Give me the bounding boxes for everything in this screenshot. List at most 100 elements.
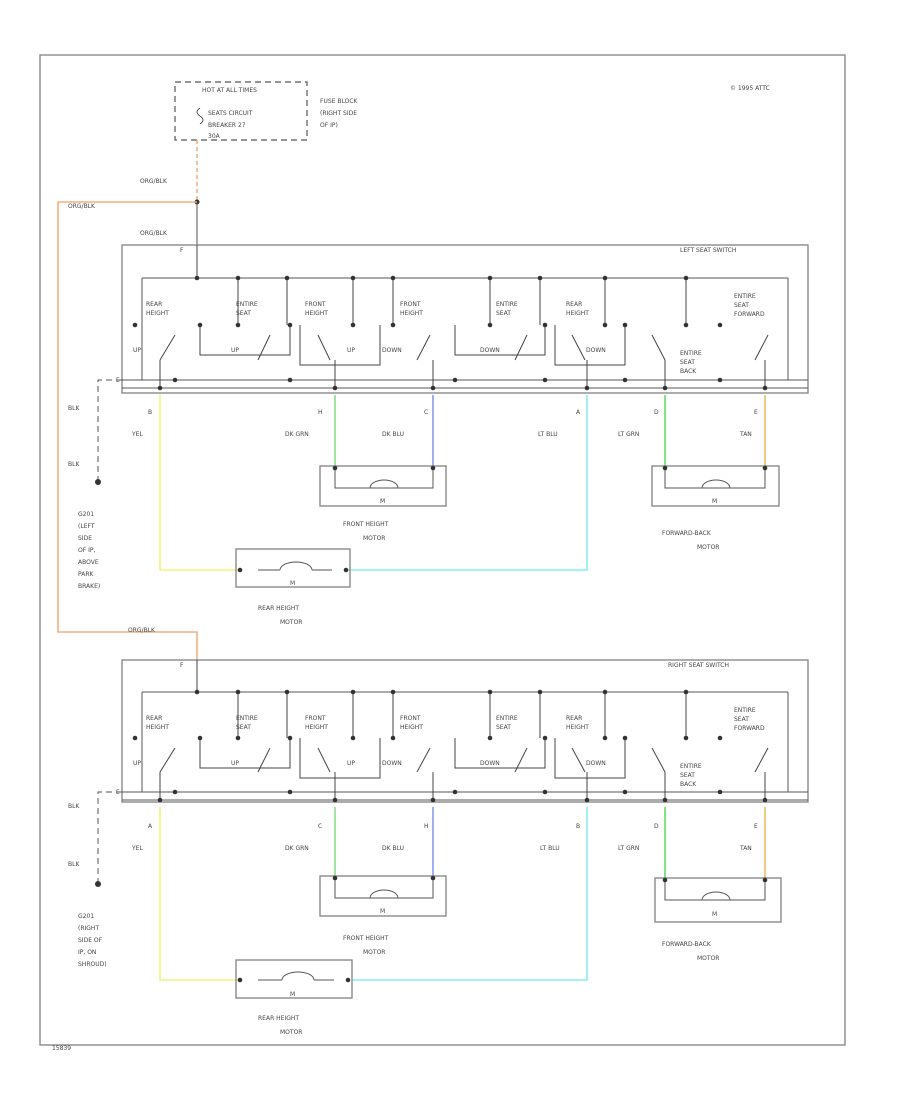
right-switch-pin-top: F	[180, 662, 184, 669]
right-seat-switch: RIGHT SEAT SWITCH F REAR HEIGHT ENTIRE S…	[116, 659, 809, 830]
l-fwd-3: FORWARD	[734, 311, 765, 318]
l-entire-seat2-1: ENTIRE	[496, 301, 518, 308]
l-up-2: UP	[231, 347, 239, 354]
right-tan-label: TAN	[739, 845, 752, 852]
left-front-height-motor: M FRONT HEIGHT MOTOR	[319, 465, 447, 542]
right-dkblu-label: DK BLU	[382, 845, 404, 852]
left-contact-dots	[132, 275, 768, 391]
r-down-3: DOWN	[586, 760, 606, 767]
right-pin-3: H	[424, 823, 429, 830]
r-front-height2-1: FRONT	[400, 715, 421, 722]
svg-text:M: M	[290, 580, 295, 587]
r-entire-seat-2: SEAT	[236, 724, 251, 731]
fuse-location-1: FUSE BLOCK	[320, 98, 359, 105]
l-fwd-2: SEAT	[734, 302, 749, 309]
svg-text:M: M	[380, 908, 385, 915]
left-rear-height-motor: M REAR HEIGHT MOTOR	[235, 548, 351, 626]
left-rear-motor-label-1: REAR HEIGHT	[258, 605, 299, 612]
r-down-1: DOWN	[382, 760, 402, 767]
right-blk-2: BLK	[68, 861, 80, 868]
l-front-height-1: FRONT	[305, 301, 326, 308]
left-gnd-6: PARK	[78, 571, 95, 578]
r-back-1: ENTIRE	[680, 763, 702, 770]
svg-text:M: M	[380, 498, 385, 505]
svg-text:M: M	[712, 498, 717, 505]
fuse-breaker-label: BREAKER 27	[208, 122, 246, 129]
r-rear-height2-2: HEIGHT	[566, 724, 589, 731]
left-gnd-7: BRAKE)	[78, 583, 100, 590]
r-fwd-2: SEAT	[734, 716, 749, 723]
diagram-frame	[39, 54, 846, 1046]
fuse-location-2: (RIGHT SIDE	[320, 110, 357, 117]
l-rear-height-2: HEIGHT	[146, 310, 169, 317]
org-blk-label-side: ORG/BLK	[68, 203, 96, 210]
fuse-circuit-label: SEATS CIRCUIT	[208, 110, 253, 117]
right-gnd-4: IP, ON	[78, 949, 96, 956]
l-fwd-1: ENTIRE	[734, 293, 756, 300]
left-tan-label: TAN	[739, 431, 752, 438]
org-blk-label-lower: ORG/BLK	[128, 627, 156, 634]
left-switch-outline	[121, 244, 809, 394]
left-yel-wire	[159, 395, 238, 571]
l-front-height2-2: HEIGHT	[400, 310, 423, 317]
left-gnd-3: SIDE	[78, 535, 92, 542]
l-up-3: UP	[347, 347, 355, 354]
left-front-motor-label-1: FRONT HEIGHT	[343, 521, 389, 528]
org-blk-wire-long	[57, 201, 198, 660]
l-back-1: ENTIRE	[680, 350, 702, 357]
breaker-symbol	[196, 107, 204, 125]
l-entire-seat2-2: SEAT	[496, 310, 511, 317]
right-pin-2: C	[318, 823, 322, 830]
copyright-label: © 1995 ATTC	[730, 85, 770, 92]
left-gnd-4: OF IP,	[78, 547, 95, 554]
l-down-1: DOWN	[382, 347, 402, 354]
right-contact-dots	[132, 689, 768, 803]
right-yel-wire	[159, 807, 238, 981]
right-blk-1: BLK	[68, 803, 80, 810]
r-up-3: UP	[347, 760, 355, 767]
l-entire-seat-2: SEAT	[236, 310, 251, 317]
r-front-height2-2: HEIGHT	[400, 724, 423, 731]
right-gnd-1: G201	[78, 913, 94, 920]
right-ltblu-wire	[352, 807, 588, 981]
svg-text:M: M	[290, 991, 295, 998]
right-ltblu-label: LT BLU	[540, 845, 560, 852]
diagram-code: 15839	[52, 1045, 71, 1052]
left-dkgrn-label: DK GRN	[285, 431, 309, 438]
r-up-2: UP	[231, 760, 239, 767]
right-rear-motor-label-1: REAR HEIGHT	[258, 1015, 299, 1022]
l-up-1: UP	[133, 347, 141, 354]
right-switch-contacts	[159, 660, 769, 800]
right-switch-name: RIGHT SEAT SWITCH	[668, 662, 729, 669]
left-ltblu-wire	[348, 395, 588, 571]
left-pin-2: H	[318, 409, 323, 416]
left-front-motor-label-2: MOTOR	[363, 535, 385, 542]
l-rear-height2-2: HEIGHT	[566, 310, 589, 317]
l-rear-height2-1: REAR	[566, 301, 582, 308]
fuse-block-dashed-box	[174, 81, 308, 141]
right-pin-6: E	[754, 823, 758, 830]
r-up-1: UP	[133, 760, 141, 767]
right-yel-label: YEL	[131, 845, 143, 852]
left-switch-pin-top: F	[180, 247, 184, 254]
r-down-2: DOWN	[480, 760, 500, 767]
left-gnd-2: (LEFT	[78, 523, 95, 530]
right-fb-motor-label-1: FORWARD-BACK	[662, 941, 712, 948]
left-pin-5: D	[654, 409, 659, 416]
right-pin-5: D	[654, 823, 659, 830]
right-front-height-motor: M FRONT HEIGHT MOTOR	[319, 875, 447, 956]
left-pin-3: C	[424, 409, 428, 416]
left-blk-2: BLK	[68, 461, 80, 468]
fuse-amp-label: 30A	[208, 133, 221, 140]
right-gnd-5: SHROUD)	[78, 961, 107, 968]
org-blk-label-mid: ORG/BLK	[140, 230, 168, 237]
left-switch-name: LEFT SEAT SWITCH	[680, 247, 736, 254]
left-ltblu-label: LT BLU	[538, 431, 558, 438]
right-switch-outline	[121, 659, 809, 803]
fuse-location-3: OF IP)	[320, 122, 338, 129]
left-rear-motor-label-2: MOTOR	[280, 619, 302, 626]
l-back-3: BACK	[680, 368, 697, 375]
r-back-2: SEAT	[680, 772, 695, 779]
right-rear-height-motor: M REAR HEIGHT MOTOR	[235, 959, 353, 1036]
